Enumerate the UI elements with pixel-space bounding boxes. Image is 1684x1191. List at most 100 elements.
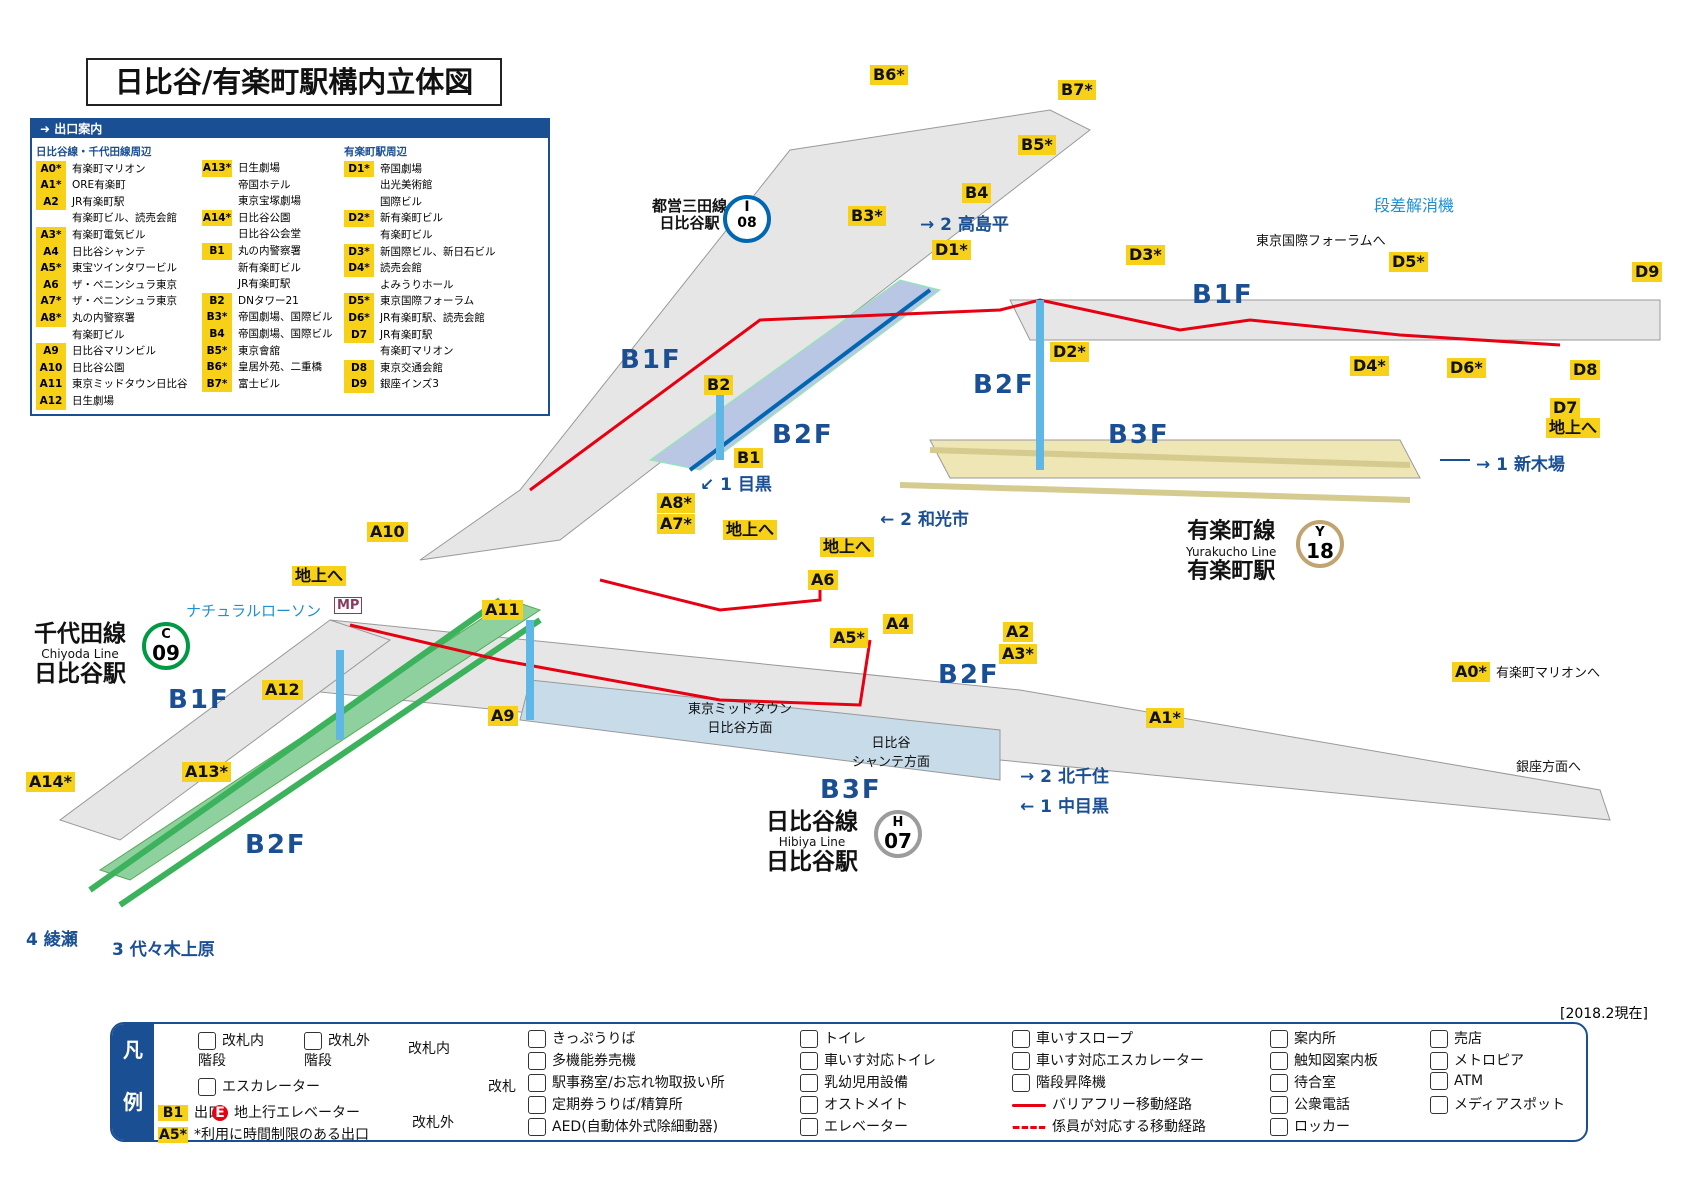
legend-text: 駅事務室/お忘れ物取扱い所 (552, 1075, 725, 1091)
direction-meguro: ↙ 1 目黒 (700, 475, 772, 495)
exit-guide-row: 出光美術館 (344, 177, 496, 194)
chiyoda-track-2 (118, 617, 542, 908)
locker-icon (1270, 1118, 1288, 1136)
exit-tag-a0: A0* (1452, 662, 1490, 682)
legend-text: 定期券うりば/精算所 (552, 1097, 683, 1113)
hibiya-station-number: H 07 (874, 810, 922, 858)
exit-tag-d6: D6* (1447, 358, 1486, 378)
aed-icon (528, 1118, 546, 1136)
exit-destination: ORE有楽町 (72, 179, 126, 192)
legend-text: 改札内 (408, 1041, 450, 1057)
exit-code-badge: D7 (344, 326, 374, 344)
exit-destination: 丸の内警察署 (72, 311, 135, 324)
legend-item-pass: 定期券うりば/精算所 (528, 1094, 683, 1114)
exit-destination: 日生劇場 (238, 162, 280, 174)
barrier-free-route-south (349, 623, 872, 707)
exit-code-badge: A9 (36, 343, 66, 360)
legend-text: 車いす対応トイレ (824, 1053, 936, 1069)
legend-item-kiosk: 売店 (1430, 1028, 1482, 1048)
exit-destination: JR有楽町駅 (238, 278, 291, 291)
elevator-icon (800, 1118, 818, 1136)
legend-badge: E (212, 1105, 228, 1121)
floor-label-b1f-chiyoda: B1F (168, 685, 230, 715)
legend-text: 階段昇降機 (1036, 1075, 1106, 1091)
exit-guide-row: 日比谷公会堂 (202, 226, 333, 243)
legend-item-multi: 多機能券売機 (528, 1050, 636, 1070)
yurakucho-station-name: 有楽町駅 (1187, 559, 1276, 584)
chiyoda-track-1 (88, 597, 502, 893)
exit-guide-row: 新有楽町ビル (202, 260, 333, 277)
exit-guide-row: 帝国ホテル (202, 177, 333, 194)
exit-destination: 東京ミッドタウン日比谷 (72, 378, 188, 391)
barrier-free-route-north (529, 298, 1561, 492)
exit-tag-d5: D5* (1389, 252, 1428, 272)
toilet-icon (800, 1030, 818, 1048)
hibiya-station-name: 日比谷駅 (766, 849, 858, 875)
exit-guide-row: 有楽町ビル (344, 227, 496, 244)
exit-guide-row: D3*新国際ビル、新日石ビル (344, 243, 496, 261)
exit-destination: 出光美術館 (380, 179, 433, 192)
b1f-concourse-north (1009, 299, 1661, 341)
exit-tag-a12: A12 (262, 680, 303, 700)
legend-badge: A5* (158, 1127, 188, 1143)
exit-destination: 日比谷シャンテ (72, 245, 146, 258)
exit-tag-d1: D1* (932, 240, 971, 260)
tickets-icon (528, 1030, 546, 1048)
exit-destination: JR有楽町駅、読売会館 (380, 311, 485, 324)
baby-icon (800, 1074, 818, 1092)
exit-tag-a7: A7* (657, 514, 695, 534)
exit-code-badge: B3* (202, 309, 232, 326)
legend-item-ostomate: オストメイト (800, 1094, 908, 1114)
mita-station-name: 日比谷駅 (659, 214, 720, 232)
exit-tag-a9: A9 (488, 706, 518, 726)
exit-code-badge: D6* (344, 309, 374, 327)
legend-item-gate-out: 改札外 (412, 1112, 454, 1132)
exit-tag-d2: D2* (1050, 342, 1089, 362)
exit-destination: 富士ビル (238, 377, 280, 390)
exit-tag-b1: B1 (734, 448, 764, 468)
hibiya-line-name: 日比谷線 (766, 809, 858, 835)
floor-label-b2f-chiyoda: B2F (245, 830, 307, 860)
exit-tag-a4: A4 (883, 614, 913, 634)
exit-destination: 帝国ホテル (238, 178, 291, 191)
to-ground-label-d7: 地上へ (1546, 418, 1601, 438)
page-title: 日比谷/有楽町駅構内立体図 (86, 58, 502, 106)
exit-guide-row: 有楽町マリオン (344, 343, 496, 360)
exit-tag-d8: D8 (1570, 360, 1601, 380)
exit-destination: ザ・ペニンシュラ東京 (72, 295, 177, 308)
chiyoda-station-label: 千代田線 Chiyoda Line 日比谷駅 (34, 620, 126, 688)
exit-tag-a11: A11 (482, 600, 523, 620)
exit-guide-row: B6*皇居外苑、二重橋 (202, 359, 333, 376)
exit-code-badge: A3* (36, 226, 66, 244)
legend-text: 案内所 (1294, 1031, 1336, 1047)
yurakucho-station-label: 有楽町線 Yurakucho Line 有楽町駅 (1186, 518, 1276, 586)
exit-tag-b7: B7* (1058, 80, 1096, 100)
legend-item-bf-route: バリアフリー移動経路 (1012, 1094, 1192, 1114)
slope-icon (1012, 1030, 1030, 1048)
exit-tag-b2: B2 (704, 375, 734, 395)
legend-side: 凡 例 (112, 1024, 154, 1140)
exit-guide-row: B5*東京會舘 (202, 342, 333, 360)
legend-text: エスカレーター (222, 1079, 320, 1095)
mita-station-number: I 08 (723, 195, 771, 243)
exit-destination: 帝国劇場、国際ビル (238, 327, 333, 340)
legend-item-metropia: メトロピア (1430, 1050, 1524, 1070)
exit-guide-row: A7*ザ・ペニンシュラ東京 (36, 293, 188, 310)
legend-item-aed: AED(自動体外式除細動器) (528, 1116, 718, 1136)
legend-text: 多機能券売機 (552, 1053, 636, 1069)
office-icon (528, 1074, 546, 1092)
legend-item-escalator: エスカレーター (198, 1076, 320, 1096)
floor-label-b1f-mita: B1F (620, 345, 682, 375)
yurakucho-line-name-en: Yurakucho Line (1186, 545, 1277, 559)
chante-direction-label: 日比谷 シャンテ方面 (852, 736, 931, 770)
exit-destination: 新有楽町ビル (238, 261, 301, 274)
